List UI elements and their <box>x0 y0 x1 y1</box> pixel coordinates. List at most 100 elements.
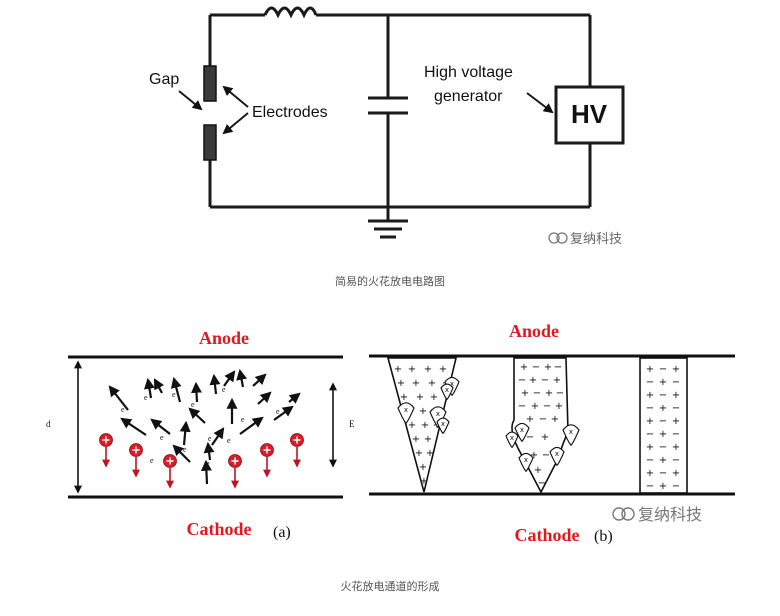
electron-arrow <box>236 368 248 388</box>
svg-text:x: x <box>404 406 408 414</box>
panel-b-cathode-label: Cathode <box>514 525 579 545</box>
hv-box <box>554 85 625 145</box>
charge-symbol: + <box>420 476 428 487</box>
charge-symbol: − <box>526 432 534 443</box>
charge-symbol: − <box>538 478 546 489</box>
charge-symbol: − <box>646 429 654 440</box>
charge-symbol: + <box>646 390 654 401</box>
charge-symbol: − <box>659 416 667 427</box>
electron-label: e <box>227 436 231 445</box>
electrode-arrow-top <box>222 85 249 108</box>
charge-symbol: + <box>541 432 549 443</box>
watermark-text-2: 复纳科技 <box>638 505 702 524</box>
panel-b: Anode Cathode (b) ++++++++++++++++++++++… <box>369 321 735 545</box>
charge-symbol: + <box>394 364 402 375</box>
charge-symbol: + <box>659 377 667 388</box>
panel-a-anode-label: Anode <box>199 328 249 348</box>
charge-symbol: + <box>424 434 432 445</box>
charge-symbol: + <box>672 416 680 427</box>
charge-symbol: + <box>530 450 538 461</box>
charge-symbol: − <box>541 375 549 386</box>
ground-symbol <box>368 207 408 239</box>
distance-label: d <box>46 419 51 429</box>
charge-symbol: − <box>659 442 667 453</box>
electron-arrow <box>150 418 171 435</box>
electron-arrow <box>211 427 225 446</box>
charge-symbol: − <box>543 401 551 412</box>
charge-symbol: + <box>415 448 423 459</box>
charge-symbol: + <box>534 465 542 476</box>
electron-arrow <box>257 391 272 405</box>
charge-symbol: + <box>400 392 408 403</box>
charge-symbol: + <box>419 462 427 473</box>
charge-symbol: + <box>553 375 561 386</box>
electron-arrow <box>144 377 155 399</box>
charge-symbol: + <box>426 448 434 459</box>
electron-avalanche: x <box>549 446 565 467</box>
electron-label: e <box>191 400 195 409</box>
charge-symbol: − <box>672 377 680 388</box>
charge-symbol: + <box>397 378 405 389</box>
panel-a-cathode-label: Cathode <box>186 519 251 539</box>
electron-arrow <box>172 444 191 463</box>
charge-symbol: + <box>430 392 438 403</box>
svg-text:x: x <box>436 410 440 418</box>
electron-arrow <box>153 378 165 394</box>
charge-symbol: + <box>646 416 654 427</box>
electron-label: e <box>208 434 212 443</box>
charge-symbol: + <box>531 401 539 412</box>
svg-text:x: x <box>555 450 559 458</box>
field-label: E <box>349 419 355 429</box>
electron-avalanche: x <box>514 422 530 443</box>
positive-ion <box>129 443 143 478</box>
charge-symbols: ++++++++++++++++++++++++−+−−+−++−+−−+−++… <box>394 362 680 492</box>
positive-ion <box>163 454 177 489</box>
charge-symbol: + <box>672 442 680 453</box>
panel-b-tag: (b) <box>594 528 613 545</box>
charge-symbol: − <box>659 468 667 479</box>
discharge-caption: 火花放电通道的形成 <box>341 579 440 593</box>
electron-avalanche: x <box>397 402 415 424</box>
electron-label: e <box>121 405 125 414</box>
watermark-logo-1: 复纳科技 <box>548 232 622 247</box>
watermark-logo-2: 复纳科技 <box>612 505 702 524</box>
charge-symbol: + <box>646 468 654 479</box>
positive-ion <box>228 454 242 489</box>
charge-symbol: + <box>521 388 529 399</box>
circuit-diagram <box>178 6 625 239</box>
svg-text:x: x <box>445 386 449 394</box>
charge-symbol: − <box>672 403 680 414</box>
charge-symbol: + <box>526 414 534 425</box>
charge-symbol: + <box>412 378 420 389</box>
hv-generator-label-line2: generator <box>434 88 503 105</box>
electrode-top <box>203 65 217 102</box>
electron-avalanche: x <box>436 417 450 435</box>
charge-symbol: + <box>421 420 429 431</box>
hv-box-label: HV <box>571 99 608 129</box>
electron-arrow <box>188 407 206 424</box>
charge-symbol: + <box>646 442 654 453</box>
electrode-bottom <box>203 124 217 161</box>
electron-avalanche: x <box>562 424 580 446</box>
electron-arrow <box>120 417 147 436</box>
charge-symbol: + <box>428 378 436 389</box>
charge-symbol: − <box>518 375 526 386</box>
svg-text:x: x <box>569 428 573 436</box>
electron-label: e <box>276 407 280 416</box>
charge-symbol: − <box>556 388 564 399</box>
hv-generator-label-line1: High voltage <box>424 64 513 81</box>
charge-symbol: + <box>439 364 447 375</box>
charge-symbol: − <box>646 403 654 414</box>
electron-arrow <box>108 385 129 411</box>
electron-arrow <box>200 459 212 485</box>
charge-symbol: + <box>646 364 654 375</box>
electron-arrow <box>239 416 264 435</box>
gap-arrow <box>178 90 203 111</box>
charge-symbol: + <box>555 401 563 412</box>
electron-arrow <box>179 420 191 446</box>
charge-symbol: + <box>672 390 680 401</box>
electron-label: e <box>183 445 187 454</box>
svg-text:x: x <box>510 434 514 442</box>
